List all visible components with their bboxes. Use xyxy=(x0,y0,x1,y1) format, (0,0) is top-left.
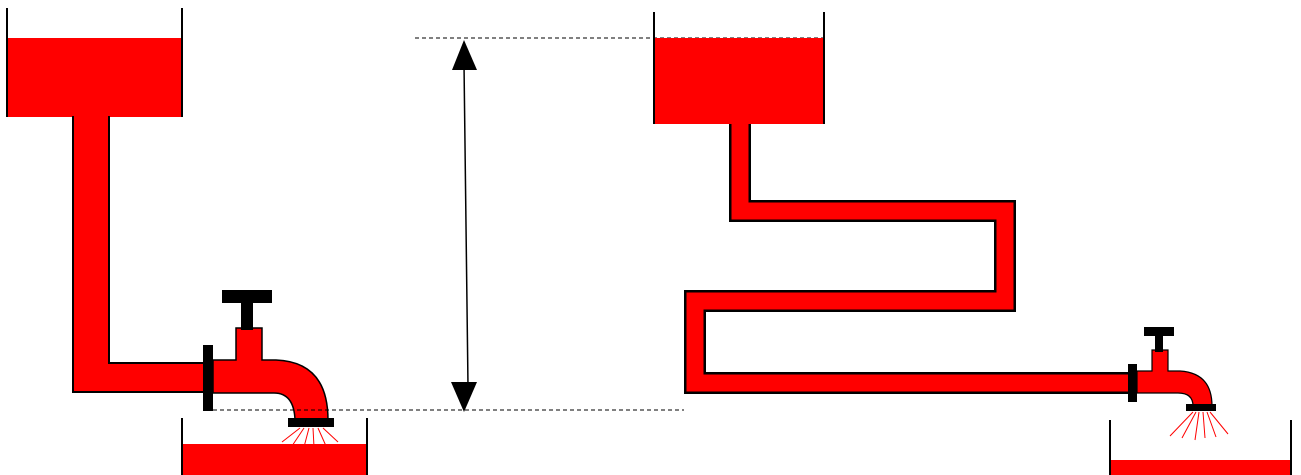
basin-right xyxy=(1109,420,1292,475)
right-system xyxy=(653,12,1292,475)
zigzag-pipe-outline xyxy=(684,124,1135,394)
faucet-right-handle xyxy=(1144,327,1174,336)
spray-line xyxy=(1169,411,1194,437)
faucet-right-handle-stem xyxy=(1155,334,1163,352)
spray-line xyxy=(317,427,327,447)
faucet-right-body xyxy=(1136,349,1213,407)
spray-line xyxy=(303,427,310,448)
faucet-right-nozzle xyxy=(1186,404,1216,411)
spray-line xyxy=(1194,411,1200,441)
straight-pipe xyxy=(72,116,208,393)
spray-right xyxy=(1169,411,1229,441)
tank-right-water xyxy=(655,38,823,124)
tank-left-water xyxy=(8,38,181,117)
spray-line xyxy=(281,427,301,443)
tank-left xyxy=(6,8,183,117)
faucet-left-handle xyxy=(222,290,272,303)
zigzag-pipe xyxy=(684,124,1135,394)
tank-right xyxy=(653,12,825,124)
straight-pipe-water xyxy=(74,116,206,391)
spray-line xyxy=(312,427,315,448)
faucet-right-flange xyxy=(1128,364,1137,402)
double-headed-arrow-shaft xyxy=(463,63,469,387)
left-system xyxy=(6,8,368,475)
basin-right-water xyxy=(1111,460,1290,475)
arrow-head-down xyxy=(451,382,477,412)
small-faucet xyxy=(1128,327,1229,441)
large-faucet xyxy=(203,290,339,448)
basin-left-water xyxy=(183,444,366,475)
spray-left xyxy=(281,427,339,448)
faucet-left-handle-stem xyxy=(241,300,253,330)
spray-line xyxy=(291,427,305,447)
spray-line xyxy=(1202,411,1206,439)
faucet-left-flange xyxy=(203,345,213,411)
spray-line xyxy=(1181,411,1197,439)
basin-left xyxy=(181,418,368,475)
faucet-left-body xyxy=(212,327,329,421)
zigzag-pipe-water xyxy=(686,124,1135,392)
arrow-head-up xyxy=(452,40,477,70)
spray-line xyxy=(1209,411,1229,435)
spray-line xyxy=(322,427,339,443)
spray-line xyxy=(1206,411,1217,438)
faucet-left-nozzle xyxy=(288,418,334,427)
